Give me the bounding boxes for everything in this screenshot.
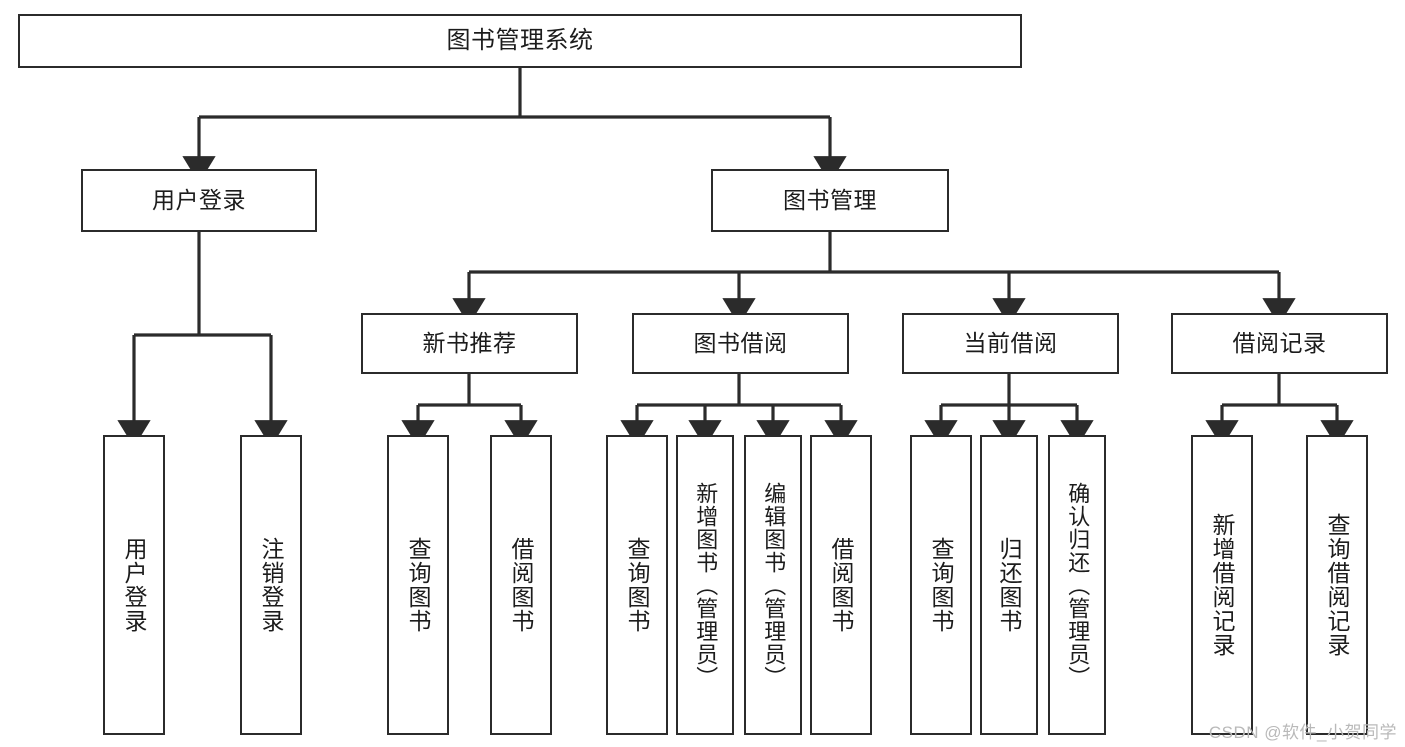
node-label: 查询图书 <box>624 537 651 633</box>
node-label: 图书借阅 <box>693 330 788 357</box>
leaf-edit-book-admin[interactable]: 编辑图书（管理员） <box>744 435 802 735</box>
leaf-user-login[interactable]: 用户登录 <box>103 435 165 735</box>
node-book-management[interactable]: 图书管理 <box>711 169 949 232</box>
node-root-book-management-system[interactable]: 图书管理系统 <box>18 14 1022 68</box>
node-label: 归还图书 <box>996 537 1023 633</box>
leaf-add-book-admin[interactable]: 新增图书（管理员） <box>676 435 734 735</box>
node-label: 借阅图书 <box>828 537 855 633</box>
node-borrow-record[interactable]: 借阅记录 <box>1171 313 1388 374</box>
node-label: 确认归还（管理员） <box>1065 481 1091 689</box>
leaf-confirm-return-admin[interactable]: 确认归还（管理员） <box>1048 435 1106 735</box>
node-current-borrow[interactable]: 当前借阅 <box>902 313 1119 374</box>
node-label: 查询图书 <box>405 537 432 633</box>
node-book-borrow[interactable]: 图书借阅 <box>632 313 849 374</box>
node-label: 新增借阅记录 <box>1209 513 1236 657</box>
node-label: 新增图书（管理员） <box>693 481 719 689</box>
node-label: 用户登录 <box>152 187 246 214</box>
leaf-return-book[interactable]: 归还图书 <box>980 435 1038 735</box>
leaf-query-book-newrec[interactable]: 查询图书 <box>387 435 449 735</box>
node-user-login[interactable]: 用户登录 <box>81 169 317 232</box>
node-label: 图书管理 <box>783 187 877 214</box>
leaf-logout[interactable]: 注销登录 <box>240 435 302 735</box>
leaf-borrow-book-newrec[interactable]: 借阅图书 <box>490 435 552 735</box>
node-new-book-recommendation[interactable]: 新书推荐 <box>361 313 578 374</box>
node-label: 图书管理系统 <box>446 27 594 55</box>
leaf-add-borrow-record[interactable]: 新增借阅记录 <box>1191 435 1253 735</box>
node-label: 查询借阅记录 <box>1324 513 1351 657</box>
node-label: 用户登录 <box>121 537 148 633</box>
node-label: 注销登录 <box>258 537 285 633</box>
leaf-query-book-current[interactable]: 查询图书 <box>910 435 972 735</box>
node-label: 当前借阅 <box>963 330 1058 357</box>
node-label: 查询图书 <box>928 537 955 633</box>
node-label: 借阅图书 <box>508 537 535 633</box>
node-label: 编辑图书（管理员） <box>761 481 787 689</box>
csdn-watermark: CSDN @软件_小贺同学 <box>1208 723 1397 742</box>
node-label: 借阅记录 <box>1232 330 1327 357</box>
leaf-query-borrow-record[interactable]: 查询借阅记录 <box>1306 435 1368 735</box>
leaf-query-book-borrow[interactable]: 查询图书 <box>606 435 668 735</box>
leaf-borrow-book[interactable]: 借阅图书 <box>810 435 872 735</box>
node-label: 新书推荐 <box>422 330 517 357</box>
